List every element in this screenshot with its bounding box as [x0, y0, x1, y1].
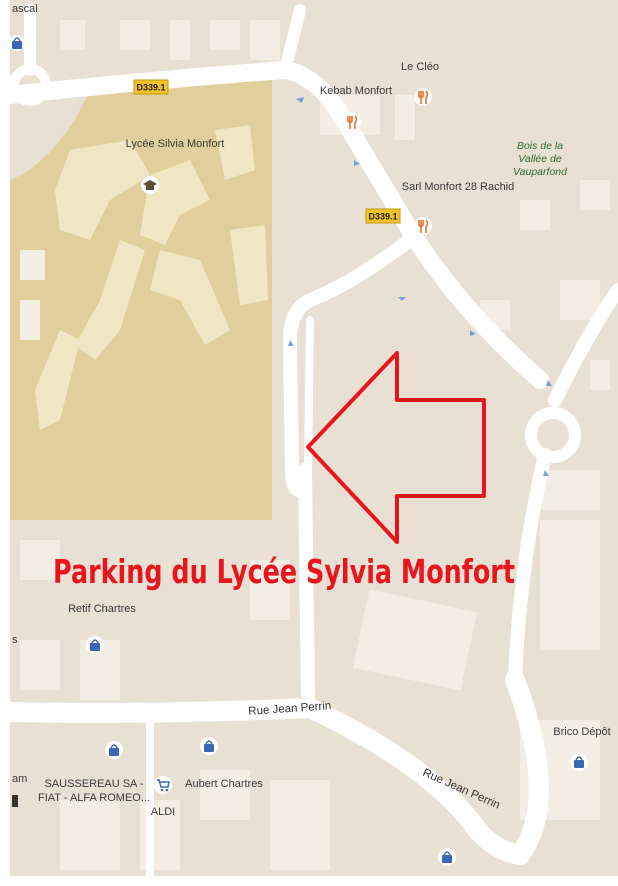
red-arrow-annotation	[306, 351, 486, 544]
poi-label-sarl: Sarl Monfort 28 Rachid	[402, 181, 515, 193]
school-buildings	[35, 125, 268, 430]
parking-annotation-text: Parking du Lycée Sylvia Monfort	[53, 552, 515, 591]
street-label-jean-perrin-1: Rue Jean Perrin	[248, 700, 332, 718]
left-border	[0, 0, 10, 886]
poi-label-brico: Brico Dépôt	[553, 726, 610, 738]
poi-label-lycee: Lycée Silvia Monfort	[126, 138, 225, 150]
poi-label-saussereau-1: SAUSSEREAU SA -	[44, 778, 143, 790]
shopping-bag-icon[interactable]	[438, 848, 456, 866]
shopping-bag-icon[interactable]	[570, 753, 588, 771]
park-label-line1: Bois de la	[517, 140, 563, 152]
shopping-cart-icon[interactable]	[154, 776, 172, 794]
svg-text:D339.1: D339.1	[136, 83, 165, 93]
shopping-bag-icon[interactable]	[200, 737, 218, 755]
poi-label-saussereau-2: FIAT - ALFA ROMEO...	[38, 792, 150, 804]
shopping-bag-icon[interactable]	[86, 636, 104, 654]
shopping-bag-icon[interactable]	[9, 35, 25, 51]
poi-label-aubert: Aubert Chartres	[185, 778, 263, 790]
poi-label-cleo: Le Cléo	[401, 61, 439, 73]
park-label-line3: Vauparfond	[513, 166, 568, 178]
edge-icon-left	[12, 795, 18, 807]
poi-label-retif: Retif Chartres	[68, 603, 136, 615]
poi-label-kebab: Kebab Monfort	[320, 85, 392, 97]
road-shield-1: D339.1	[133, 79, 169, 95]
bottom-border	[0, 876, 618, 886]
shopping-bag-icon[interactable]	[105, 741, 123, 759]
edge-label-left-s: s	[12, 634, 18, 646]
edge-label-left-am: am	[12, 773, 27, 785]
restaurant-icon[interactable]	[414, 88, 432, 106]
roads	[0, 4, 618, 880]
park-label-line2: Vallée de	[518, 153, 562, 165]
poi-label-aldi: ALDI	[151, 806, 175, 818]
edge-label-top-left: ascal	[12, 3, 38, 15]
restaurant-icon[interactable]	[414, 217, 432, 235]
road-shield-2: D339.1	[365, 208, 401, 224]
direction-arrows	[288, 97, 552, 476]
school-icon[interactable]	[141, 176, 159, 194]
restaurant-icon[interactable]	[343, 113, 361, 131]
svg-text:D339.1: D339.1	[368, 212, 397, 222]
